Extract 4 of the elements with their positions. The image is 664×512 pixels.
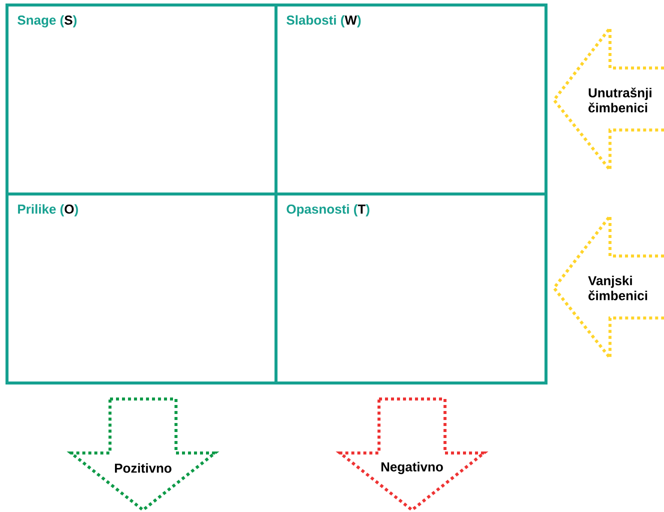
quadrant-box: Snage (S) — [6, 4, 278, 196]
quadrant-box: Slabosti (W) — [274, 4, 548, 196]
quadrant-box: Opasnosti (T) — [274, 192, 548, 384]
quadrant-box: Prilike (O) — [6, 192, 278, 384]
